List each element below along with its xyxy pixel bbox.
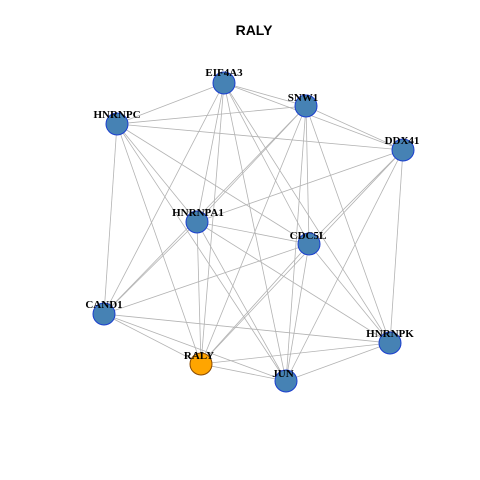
node-label: JUN xyxy=(272,368,293,380)
edge-hnrnpc-jun xyxy=(116,123,287,382)
edge-snw1-ddx41 xyxy=(305,105,404,151)
edge-snw1-hnrnpa1 xyxy=(196,105,307,223)
node-jun[interactable]: JUN xyxy=(272,368,298,393)
node-hnrnpa1[interactable]: HNRNPA1 xyxy=(172,207,224,234)
node-label: HNRNPC xyxy=(93,109,140,121)
node-cand1[interactable]: CAND1 xyxy=(85,299,123,326)
node-label: CAND1 xyxy=(85,299,122,311)
node-circle xyxy=(297,232,321,256)
edge-snw1-raly xyxy=(200,105,307,365)
node-circle xyxy=(189,352,213,376)
edge-cand1-jun xyxy=(103,313,287,382)
edge-ddx41-cdc5l xyxy=(308,149,404,245)
edge-ddx41-raly xyxy=(200,149,404,365)
edge-cand1-hnrnpk xyxy=(103,313,391,344)
node-hnrnpc[interactable]: HNRNPC xyxy=(93,109,141,136)
edge-hnrnpc-cand1 xyxy=(103,123,118,315)
node-snw1[interactable]: SNW1 xyxy=(288,92,319,118)
node-circle xyxy=(274,369,298,393)
edge-ddx41-hnrnpa1 xyxy=(196,149,404,223)
edge-hnrnpa1-hnrnpk xyxy=(196,221,391,344)
node-label: EIF4A3 xyxy=(205,67,243,79)
edge-raly-jun xyxy=(200,363,287,382)
edge-eif4a3-hnrnpk xyxy=(223,82,391,344)
edge-hnrnpc-raly xyxy=(116,123,202,365)
edge-hnrnpk-jun xyxy=(285,342,391,382)
edge-eif4a3-cdc5l xyxy=(223,82,310,245)
node-circle xyxy=(294,94,318,118)
edge-cdc5l-jun xyxy=(285,243,310,382)
edge-snw1-hnrnpc xyxy=(116,105,307,125)
edge-hnrnpk-raly xyxy=(200,342,391,365)
edge-ddx41-jun xyxy=(285,149,404,382)
edge-cdc5l-hnrnpk xyxy=(308,243,391,344)
node-label: DDX41 xyxy=(385,135,420,147)
edge-eif4a3-cand1 xyxy=(103,82,225,315)
edge-layer xyxy=(103,82,404,382)
node-label: HNRNPK xyxy=(366,328,414,340)
node-label: CDC5L xyxy=(290,230,327,242)
node-circle xyxy=(391,138,415,162)
node-hnrnpk[interactable]: HNRNPK xyxy=(366,328,414,355)
edge-hnrnpc-hnrnpa1 xyxy=(116,123,198,223)
edge-cdc5l-cand1 xyxy=(103,243,310,315)
edge-eif4a3-hnrnpc xyxy=(116,82,225,125)
edge-hnrnpa1-cdc5l xyxy=(196,221,310,245)
node-raly[interactable]: RALY xyxy=(184,350,214,376)
edge-hnrnpa1-cand1 xyxy=(103,221,198,315)
node-circle xyxy=(105,112,129,136)
node-circle xyxy=(378,331,402,355)
edge-hnrnpc-ddx41 xyxy=(116,123,404,151)
edge-eif4a3-snw1 xyxy=(223,82,307,107)
diagram-title: RALY xyxy=(236,22,273,38)
edge-eif4a3-ddx41 xyxy=(223,82,404,151)
edge-ddx41-hnrnpk xyxy=(389,149,404,344)
node-label: SNW1 xyxy=(288,92,319,104)
edge-hnrnpa1-jun xyxy=(196,221,287,382)
edge-snw1-jun xyxy=(285,105,307,382)
edge-snw1-cand1 xyxy=(103,105,307,315)
edge-snw1-cdc5l xyxy=(305,105,310,245)
node-cdc5l[interactable]: CDC5L xyxy=(290,230,327,256)
node-circle xyxy=(185,210,209,234)
node-ddx41[interactable]: DDX41 xyxy=(385,135,420,162)
edge-cdc5l-raly xyxy=(200,243,310,365)
edge-hnrnpa1-raly xyxy=(196,221,202,365)
node-label: HNRNPA1 xyxy=(172,207,224,219)
edge-eif4a3-raly xyxy=(200,82,225,365)
node-circle xyxy=(92,302,116,326)
node-eif4a3[interactable]: EIF4A3 xyxy=(205,67,243,95)
edge-hnrnpc-cdc5l xyxy=(116,123,310,245)
edge-cand1-raly xyxy=(103,313,202,365)
edge-snw1-hnrnpk xyxy=(305,105,391,344)
node-circle xyxy=(212,71,236,95)
node-label: RALY xyxy=(184,350,214,362)
edge-eif4a3-hnrnpa1 xyxy=(196,82,225,223)
